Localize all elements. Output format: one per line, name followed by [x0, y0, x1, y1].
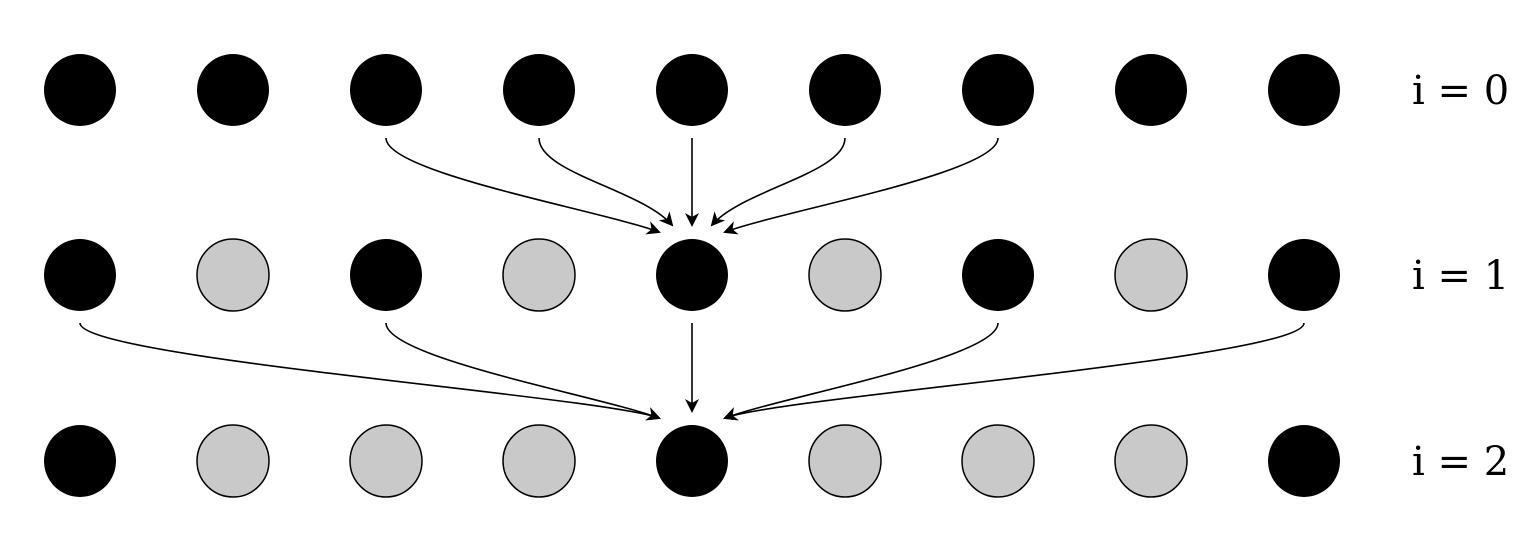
labels-layer: i = 0 i = 1 i = 2	[1412, 68, 1509, 485]
node-row2-col7	[1114, 424, 1188, 498]
node-row0-col0	[44, 54, 116, 126]
node-row2-col1	[196, 424, 270, 498]
node-row0-col2	[350, 54, 422, 126]
node-row1-col7	[1114, 238, 1188, 312]
arrow-edge-8	[723, 322, 999, 421]
edges-layer	[79, 137, 1305, 421]
node-row1-col3	[502, 238, 576, 312]
node-row1-col0	[44, 239, 116, 311]
node-row2-col8	[1268, 425, 1340, 497]
node-row0-col1	[197, 54, 269, 126]
node-row1-col6	[962, 239, 1034, 311]
arrow-edge-5	[79, 322, 661, 421]
node-row0-col4	[656, 54, 728, 126]
node-row1-col2	[350, 239, 422, 311]
node-row2-col6	[961, 424, 1035, 498]
node-row0-col5	[809, 54, 881, 126]
node-row2-col5	[808, 424, 882, 498]
row-label-2: i = 2	[1412, 439, 1509, 485]
node-row0-col3	[503, 54, 575, 126]
node-row1-col8	[1268, 239, 1340, 311]
nodes-layer	[44, 54, 1340, 498]
arrow-edge-6	[385, 322, 661, 421]
arrow-edge-3	[710, 137, 846, 227]
arrow-edge-1	[538, 137, 674, 227]
node-row0-col6	[962, 54, 1034, 126]
node-row2-col0	[44, 425, 116, 497]
row-label-1: i = 1	[1412, 253, 1509, 299]
row-label-0: i = 0	[1412, 68, 1509, 114]
node-row0-col7	[1115, 54, 1187, 126]
node-row1-col4	[656, 239, 728, 311]
arrow-edge-4	[723, 137, 999, 235]
node-row1-col1	[196, 238, 270, 312]
node-row2-col4	[656, 425, 728, 497]
node-row2-col3	[502, 424, 576, 498]
arrow-edge-9	[723, 322, 1305, 421]
node-row1-col5	[808, 238, 882, 312]
arrow-edge-0	[385, 137, 661, 235]
node-row2-col2	[349, 424, 423, 498]
node-row0-col8	[1268, 54, 1340, 126]
